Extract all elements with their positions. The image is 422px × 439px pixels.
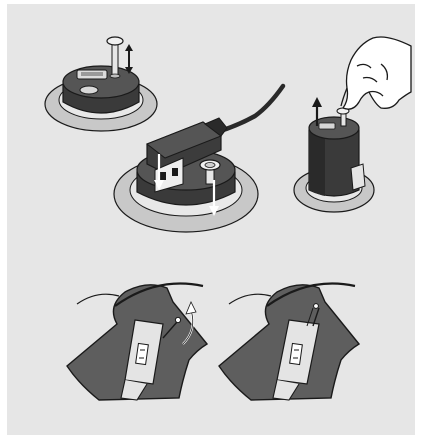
step-5-holder-locked	[219, 284, 359, 401]
hand-icon	[341, 37, 411, 109]
pin-shaft	[112, 42, 118, 76]
instruction-panel	[7, 4, 415, 435]
step-1-socket-pin-raised	[45, 37, 157, 131]
step-4-rotate-holder	[67, 284, 207, 401]
small-port	[80, 86, 98, 94]
installation-illustration	[7, 4, 415, 435]
step-3-lift-socket	[294, 37, 411, 212]
latch-clip	[351, 164, 365, 190]
cable	[217, 86, 283, 132]
pin-head	[107, 37, 123, 45]
